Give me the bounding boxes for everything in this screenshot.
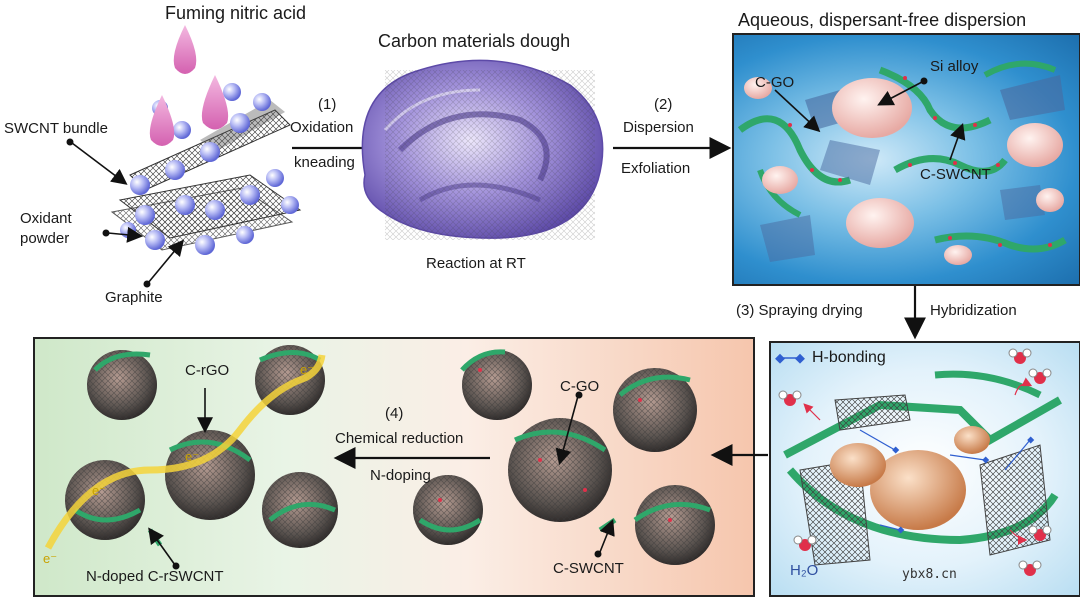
oxidant-label-line2: powder xyxy=(20,230,70,247)
watermark: ybx8.cn xyxy=(902,567,957,582)
electron-label-2: e⁻ xyxy=(185,449,200,464)
hbonding-label: H-bonding xyxy=(812,349,886,366)
carbon-dough-title: Carbon materials dough xyxy=(378,31,571,51)
cswcnt-label-blue: C-SWCNT xyxy=(920,166,991,183)
fuming-nitric-acid-label: Fuming nitric acid xyxy=(165,3,307,23)
cgo-label-orange: C-GO xyxy=(560,378,600,395)
hbond-legend-icon xyxy=(775,353,805,364)
electron-label-3: e⁻ xyxy=(92,483,107,498)
crgo-label: C-rGO xyxy=(185,362,230,379)
si-alloy-label: Si alloy xyxy=(930,58,979,75)
step1-number: (1) xyxy=(318,96,337,113)
step4-ndoping: N-doping xyxy=(370,467,431,484)
step2-exfoliation: Exfoliation xyxy=(621,160,691,177)
oxidant-spheres xyxy=(120,83,299,255)
carbon-dough xyxy=(361,59,604,240)
nitric-acid-drops xyxy=(149,25,229,146)
swcnt-bundle-label: SWCNT bundle xyxy=(4,120,108,137)
oxidant-label-line1: Oxidant xyxy=(20,210,72,227)
dispersion-contents xyxy=(737,60,1067,265)
cgo-spheres xyxy=(413,349,715,565)
step1-kneading: kneading xyxy=(294,154,355,171)
aqueous-dispersion-title: Aqueous, dispersant-free dispersion xyxy=(738,10,1027,30)
electron-label-4: e⁻ xyxy=(43,551,58,566)
cgo-label-blue: C-GO xyxy=(755,74,795,91)
water-molecules xyxy=(778,348,1052,576)
step4-chemical-reduction: Chemical reduction xyxy=(335,430,464,447)
hbonding-contents xyxy=(783,370,1062,566)
step2-number: (2) xyxy=(654,96,673,113)
step2-dispersion: Dispersion xyxy=(623,119,694,136)
electron-label-1: e⁻ xyxy=(300,362,315,377)
step1-oxidation: Oxidation xyxy=(290,119,354,136)
h2o-label: H₂O xyxy=(790,562,819,579)
graphite-label: Graphite xyxy=(105,289,163,306)
ndoped-crswcnt-label: N-doped C-rSWCNT xyxy=(86,568,224,585)
electron-path xyxy=(44,354,326,550)
cswcnt-label-orange: C-SWCNT xyxy=(553,560,624,577)
step3-hybridization: Hybridization xyxy=(930,302,1017,319)
step4-number: (4) xyxy=(385,405,404,422)
reaction-rt-label: Reaction at RT xyxy=(426,255,526,272)
step3-spraying: (3) Spraying drying xyxy=(736,302,863,319)
